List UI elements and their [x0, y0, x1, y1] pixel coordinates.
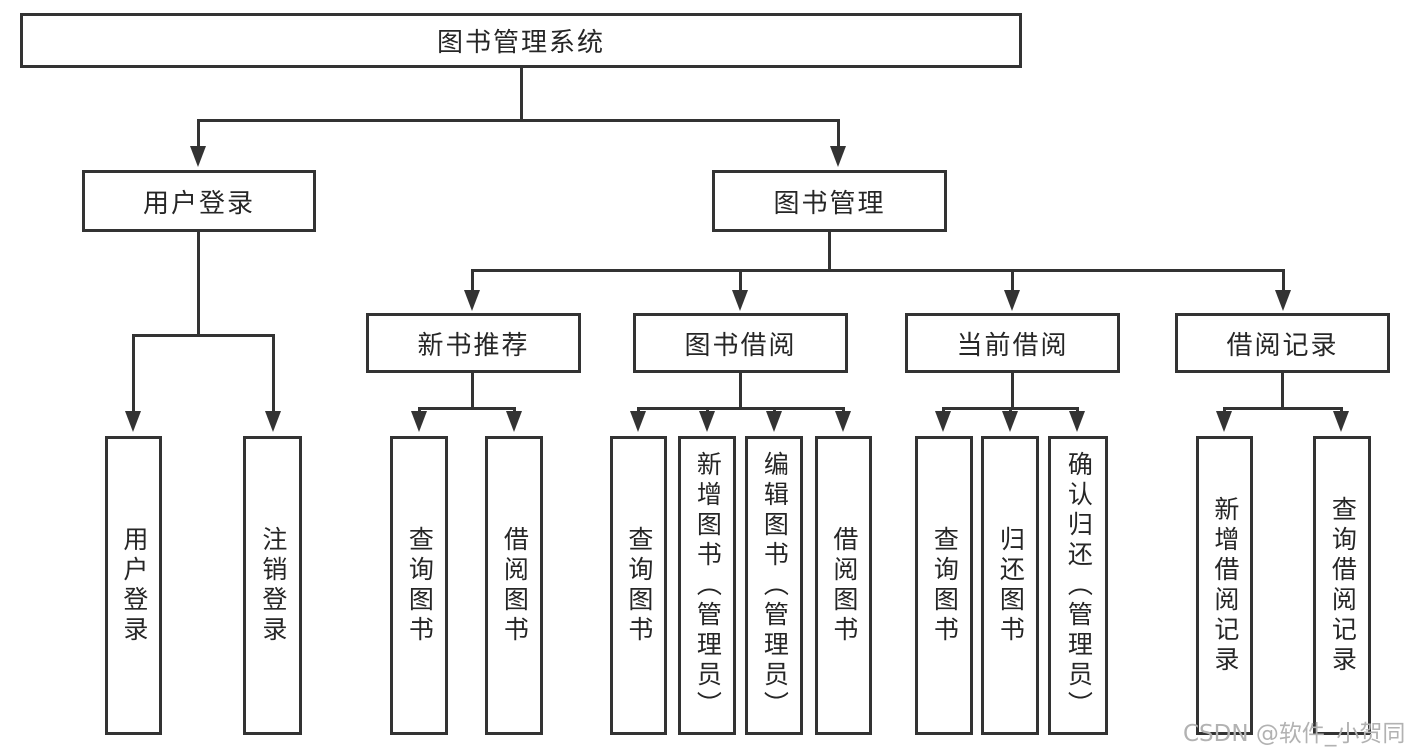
connector-leaf-drop — [842, 407, 845, 414]
connector-book-management-drop — [837, 119, 840, 147]
node-label: 图书管理 — [773, 188, 886, 219]
node-current-borrow: 当前借阅 — [905, 313, 1120, 373]
arrowhead-down-icon — [766, 411, 782, 432]
connector-book-borrow-drop — [739, 269, 742, 293]
node-new-book-recommend: 新书推荐 — [366, 313, 581, 373]
leaf-user-login: 用户登录 — [105, 436, 162, 735]
arrowhead-down-icon — [125, 411, 141, 432]
connector-new-book-drop — [471, 269, 474, 293]
arrowhead-down-icon — [699, 411, 715, 432]
connector-book-borrow-stem — [739, 371, 742, 409]
leaf-query-borrow-record: 查询借阅记录 — [1313, 436, 1371, 735]
node-label: 查询图书 — [930, 525, 960, 646]
node-label: 归还图书 — [996, 525, 1026, 646]
node-label: 当前借阅 — [956, 330, 1069, 361]
leaf-add-book-admin: 新增图书（管理员） — [678, 436, 736, 735]
connector-borrow-records-drop — [1282, 269, 1285, 293]
node-label: 图书借阅 — [684, 330, 797, 361]
connector-leaf-drop — [773, 407, 776, 414]
node-user-login: 用户登录 — [82, 170, 316, 232]
connector-leaf-drop — [418, 407, 421, 414]
node-label: 新增图书（管理员） — [693, 450, 723, 721]
node-root: 图书管理系统 — [20, 13, 1022, 68]
arrowhead-down-icon — [464, 290, 480, 311]
arrowhead-down-icon — [506, 411, 522, 432]
node-label: 用户登录 — [142, 188, 255, 219]
connector-leaf-drop — [1009, 407, 1012, 414]
node-borrow-records: 借阅记录 — [1175, 313, 1390, 373]
connector-book-borrow-bus — [637, 407, 845, 410]
node-label: 确认归还（管理员） — [1064, 450, 1094, 721]
connector-borrow-records-bus — [1223, 407, 1343, 410]
node-label: 借阅记录 — [1226, 330, 1339, 361]
leaf-logout: 注销登录 — [243, 436, 302, 735]
csdn-watermark: CSDN @软件_小贺同学 — [1183, 721, 1405, 747]
connector-leaf-drop — [942, 407, 945, 414]
leaf-query-book-borrow: 查询图书 — [610, 436, 667, 735]
leaf-add-borrow-record: 新增借阅记录 — [1196, 436, 1253, 735]
connector-leaf-drop — [513, 407, 516, 414]
leaf-confirm-return-admin: 确认归还（管理员） — [1048, 436, 1108, 735]
leaf-borrow-book: 借阅图书 — [815, 436, 872, 735]
node-label: 新增借阅记录 — [1210, 495, 1240, 676]
arrowhead-down-icon — [1216, 411, 1232, 432]
node-book-borrow: 图书借阅 — [633, 313, 848, 373]
arrowhead-down-icon — [1002, 411, 1018, 432]
connector-new-book-bus — [418, 407, 516, 410]
connector-leaf-drop — [1076, 407, 1079, 414]
arrowhead-down-icon — [265, 411, 281, 432]
connector-leaf-drop — [1340, 407, 1343, 414]
connector-user-login-bus — [132, 334, 275, 337]
connector-borrow-records-stem — [1281, 371, 1284, 409]
leaf-query-book-current: 查询图书 — [915, 436, 973, 735]
node-label: 查询图书 — [624, 525, 654, 646]
connector-new-book-stem — [471, 371, 474, 409]
arrowhead-down-icon — [830, 146, 846, 167]
arrowhead-down-icon — [935, 411, 951, 432]
connector-leaf-drop — [132, 334, 135, 413]
node-label: 新书推荐 — [417, 330, 530, 361]
leaf-query-book-recommend: 查询图书 — [390, 436, 448, 735]
leaf-return-book: 归还图书 — [981, 436, 1039, 735]
leaf-edit-book-admin: 编辑图书（管理员） — [745, 436, 803, 735]
connector-leaf-drop — [272, 334, 275, 413]
connector-root-stem — [520, 66, 523, 121]
arrowhead-down-icon — [835, 411, 851, 432]
connector-user-login-stem — [197, 230, 200, 336]
connector-book-management-stem — [828, 230, 831, 271]
connector-leaf-drop — [637, 407, 640, 414]
connector-level3-bus — [471, 269, 1285, 272]
node-label: 查询图书 — [405, 525, 435, 646]
connector-current-borrow-stem — [1011, 371, 1014, 409]
node-label: 查询借阅记录 — [1328, 495, 1358, 676]
arrowhead-down-icon — [411, 411, 427, 432]
node-label: 借阅图书 — [500, 525, 530, 646]
arrowhead-down-icon — [732, 290, 748, 311]
node-label: 图书管理系统 — [436, 28, 605, 58]
node-label: 用户登录 — [119, 525, 149, 646]
node-label: 借阅图书 — [829, 525, 859, 646]
arrowhead-down-icon — [190, 146, 206, 167]
node-label: 注销登录 — [258, 525, 288, 646]
connector-user-login-drop — [197, 119, 200, 147]
arrowhead-down-icon — [1069, 411, 1085, 432]
node-book-management: 图书管理 — [712, 170, 947, 232]
connector-level2-bus — [197, 119, 840, 122]
connector-current-borrow-drop — [1011, 269, 1014, 293]
leaf-borrow-book-recommend: 借阅图书 — [485, 436, 543, 735]
connector-leaf-drop — [1223, 407, 1226, 414]
arrowhead-down-icon — [630, 411, 646, 432]
connector-leaf-drop — [706, 407, 709, 414]
arrowhead-down-icon — [1004, 290, 1020, 311]
arrowhead-down-icon — [1333, 411, 1349, 432]
arrowhead-down-icon — [1275, 290, 1291, 311]
node-label: 编辑图书（管理员） — [760, 450, 790, 721]
